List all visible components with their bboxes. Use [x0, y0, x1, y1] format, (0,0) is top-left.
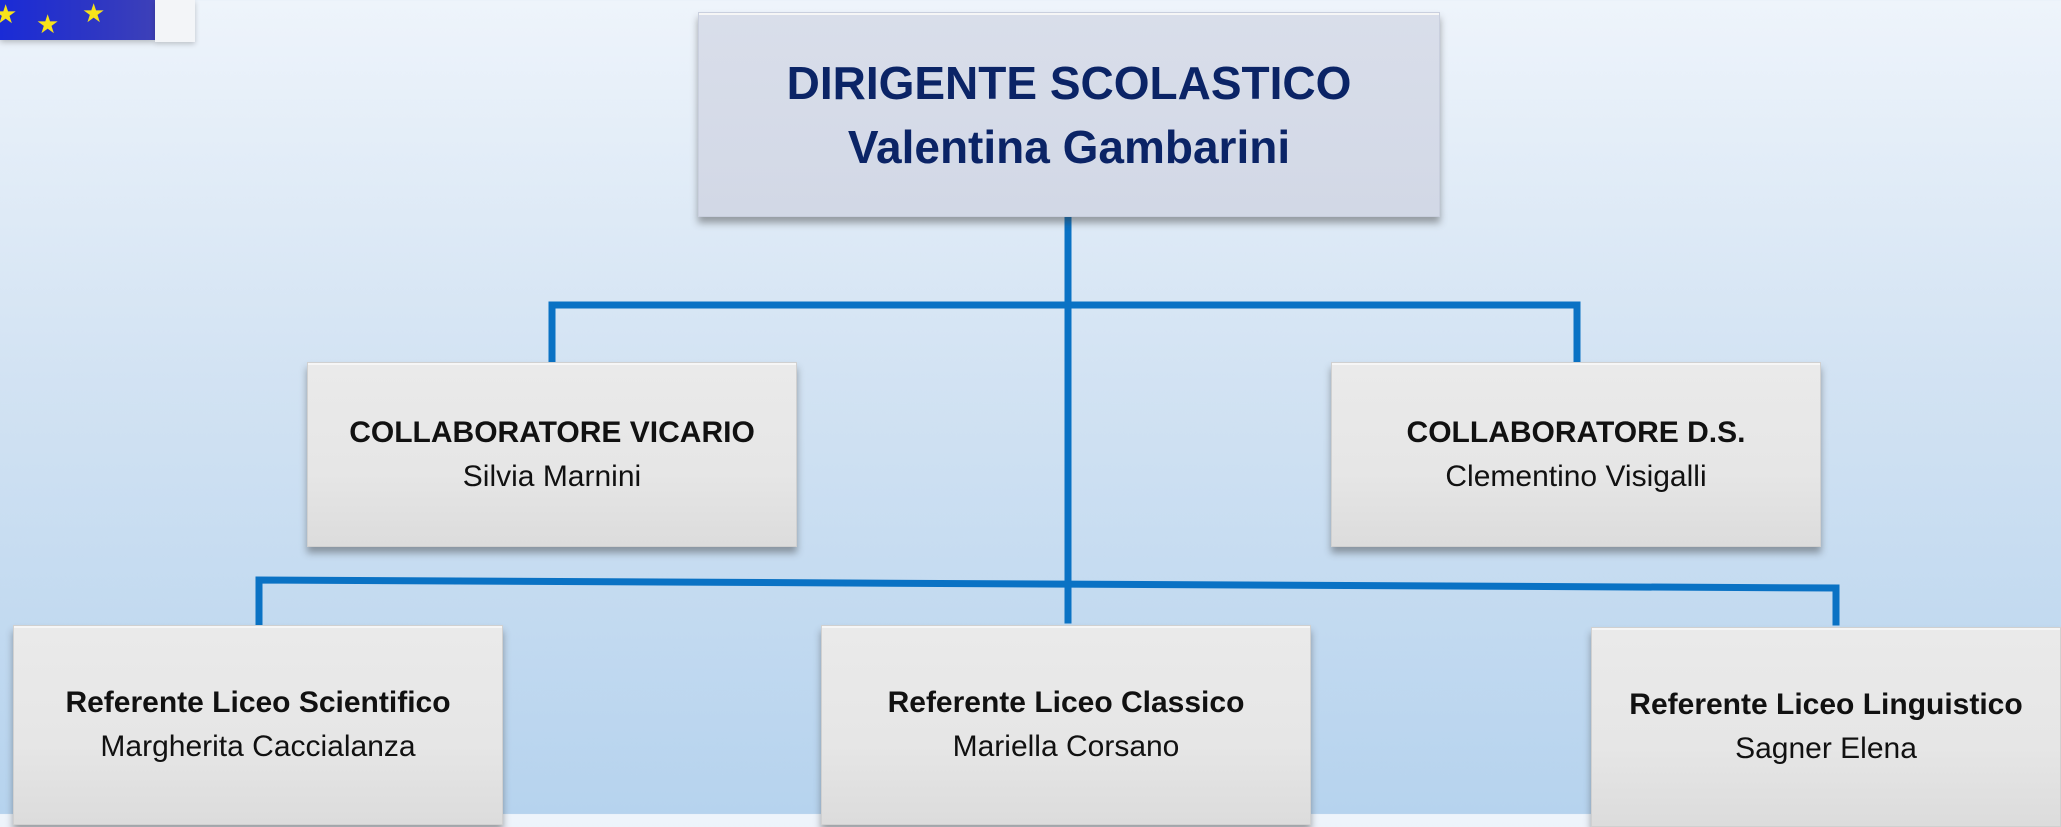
star-icon: ★ — [36, 10, 60, 40]
eu-flag-field — [0, 0, 155, 40]
referent-scientifico-box: Referente Liceo Scientifico Margherita C… — [13, 625, 503, 825]
referent-role: Referente Liceo Scientifico — [65, 686, 451, 719]
referent-classico-box: Referente Liceo Classico Mariella Corsan… — [821, 625, 1311, 825]
head-box: DIRIGENTE SCOLASTICO Valentina Gambarini — [698, 12, 1440, 217]
head-role: DIRIGENTE SCOLASTICO — [786, 56, 1352, 109]
referent-name: Sagner Elena — [1735, 732, 1917, 765]
collaborators-bracket — [548, 301, 1581, 364]
collaborator-vicario-box: COLLABORATORE VICARIO Silvia Marnini — [307, 362, 797, 547]
eu-flag-icon: ★ ★ ★ — [0, 0, 155, 40]
collaborator-role: COLLABORATORE D.S. — [1406, 415, 1746, 449]
referent-name: Margherita Caccialanza — [100, 730, 416, 763]
collaborator-name: Silvia Marnini — [462, 459, 642, 493]
head-name: Valentina Gambarini — [847, 120, 1291, 173]
referents-bracket — [255, 576, 1840, 626]
collaborator-name: Clementino Visigalli — [1445, 459, 1707, 493]
collaborator-ds-box: COLLABORATORE D.S. Clementino Visigalli — [1331, 362, 1821, 547]
referent-role: Referente Liceo Linguistico — [1629, 688, 2023, 721]
collaborator-role: COLLABORATORE VICARIO — [349, 415, 755, 449]
referent-role: Referente Liceo Classico — [887, 686, 1245, 719]
flag-mount — [155, 0, 195, 42]
referent-name: Mariella Corsano — [952, 730, 1180, 763]
star-icon: ★ — [82, 0, 106, 29]
star-icon: ★ — [0, 0, 18, 30]
referent-linguistico-box: Referente Liceo Linguistico Sagner Elena — [1591, 627, 2061, 827]
